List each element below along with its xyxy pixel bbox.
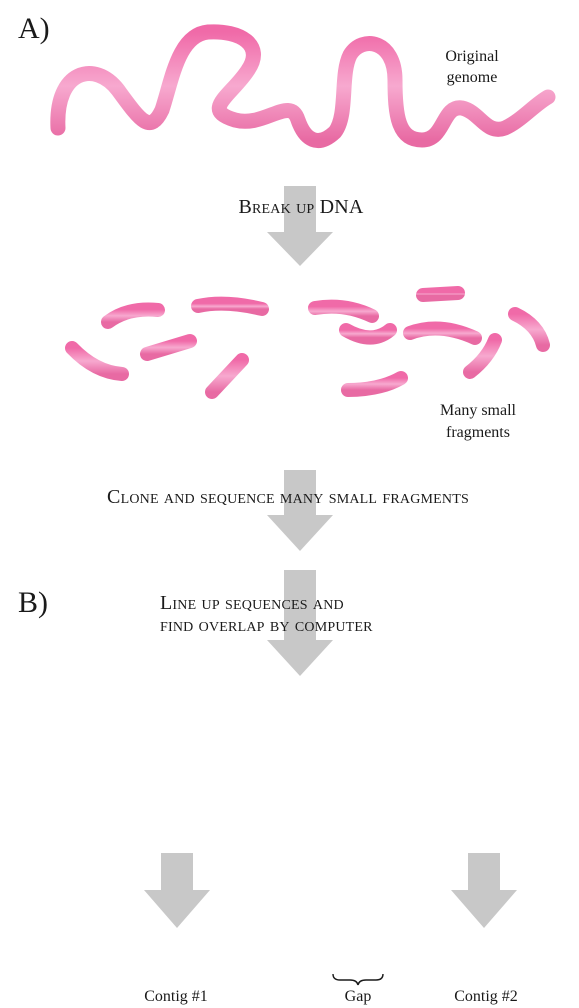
fragment <box>140 334 197 361</box>
step-clone-and-sequence: Clone and sequence many small fragments <box>107 486 469 508</box>
fragment <box>416 286 465 302</box>
fragment <box>463 333 502 379</box>
fragment <box>101 302 165 329</box>
contig-2-label: Contig #2 <box>454 988 518 1005</box>
fragment <box>191 296 269 316</box>
small-fragments-group <box>65 286 550 399</box>
down-arrow-icon <box>451 853 517 928</box>
down-arrow-icon <box>267 570 333 676</box>
down-arrow-icon <box>267 470 333 551</box>
contig-1-label: Contig #1 <box>144 988 208 1005</box>
fragment <box>205 353 249 399</box>
step-break-up-dna: Break up DNA <box>238 196 363 218</box>
fragment <box>339 323 397 345</box>
step-line-up-line2: find overlap by computer <box>160 614 373 636</box>
aligned-reads-right <box>319 713 578 801</box>
gap-label: Gap <box>345 988 372 1005</box>
gap-brace-icon <box>332 973 384 986</box>
panel-b-label: B) <box>18 586 48 619</box>
fragment <box>403 321 482 345</box>
down-arrow-icon <box>267 186 333 266</box>
original-genome-strand <box>50 24 556 148</box>
down-arrow-icon <box>144 853 210 928</box>
original-genome-caption-line2: genome <box>447 69 498 86</box>
fragment <box>341 371 408 397</box>
aligned-reads-left <box>8 713 279 801</box>
fragments-caption-line1: Many small <box>440 402 517 419</box>
fragment <box>508 307 550 352</box>
step-line-up-line1: Line up sequences and <box>160 592 344 614</box>
fragment <box>65 341 129 381</box>
fragments-caption-line2: fragments <box>446 424 510 441</box>
panel-a-label: A) <box>18 12 50 45</box>
fragment <box>308 299 379 323</box>
original-genome-caption-line1: Original <box>445 48 499 65</box>
